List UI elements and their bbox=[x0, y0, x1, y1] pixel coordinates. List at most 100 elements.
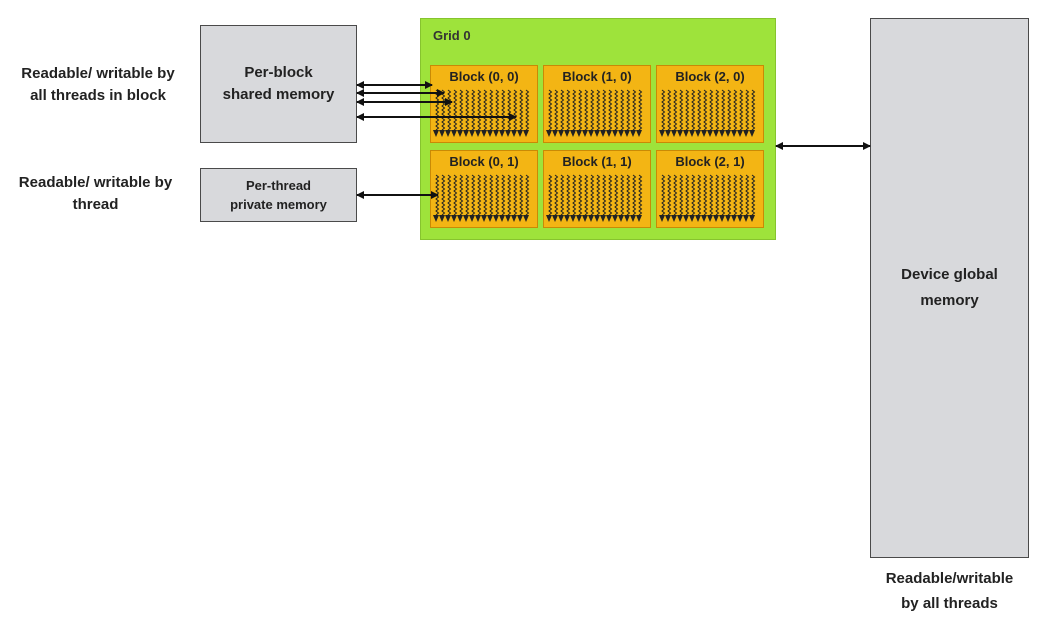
thread-squiggle bbox=[685, 174, 690, 216]
thread-arrowhead bbox=[731, 130, 737, 137]
thread-squiggle bbox=[501, 89, 506, 131]
thread-arrowhead bbox=[463, 215, 469, 222]
thread-group-icon bbox=[659, 174, 756, 222]
thread-squiggle bbox=[745, 89, 750, 131]
thread-arrowhead bbox=[582, 130, 588, 137]
thread-arrowhead bbox=[630, 215, 636, 222]
block-2-0: Block (2, 0) bbox=[656, 65, 764, 143]
thread-arrowhead bbox=[469, 130, 475, 137]
thread-arrowhead bbox=[445, 130, 451, 137]
thread-arrowhead bbox=[588, 215, 594, 222]
thread-squiggle bbox=[596, 89, 601, 131]
thread-arrowhead bbox=[582, 215, 588, 222]
thread-arrowhead bbox=[594, 215, 600, 222]
thread-squiggle bbox=[608, 89, 613, 131]
thread-group-icon bbox=[433, 174, 530, 222]
thread-arrowhead bbox=[600, 215, 606, 222]
thread-group-icon bbox=[546, 174, 643, 222]
thread-arrowhead bbox=[433, 215, 439, 222]
thread-squiggle bbox=[602, 174, 607, 216]
thread-arrowhead bbox=[439, 130, 445, 137]
thread-squiggle bbox=[638, 89, 643, 131]
thread-arrowhead bbox=[707, 215, 713, 222]
thread-squiggle bbox=[739, 89, 744, 131]
thread-arrowhead bbox=[612, 130, 618, 137]
thread-arrowhead bbox=[451, 215, 457, 222]
thread-arrowhead bbox=[558, 215, 564, 222]
thread-squiggle bbox=[727, 89, 732, 131]
thread-squiggle bbox=[519, 89, 524, 131]
thread-squiggle bbox=[465, 89, 470, 131]
thread-squiggle bbox=[614, 174, 619, 216]
thread-squiggle bbox=[620, 174, 625, 216]
thread-squiggle bbox=[673, 174, 678, 216]
thread-arrowhead bbox=[546, 130, 552, 137]
thread-squiggle bbox=[501, 174, 506, 216]
thread-squiggle bbox=[548, 89, 553, 131]
thread-arrowhead bbox=[570, 130, 576, 137]
thread-arrowhead bbox=[499, 130, 505, 137]
thread-arrowhead bbox=[689, 215, 695, 222]
block-0-1: Block (0, 1) bbox=[430, 150, 538, 228]
thread-squiggle bbox=[697, 174, 702, 216]
thread-arrowhead bbox=[475, 130, 481, 137]
thread-squiggle bbox=[489, 89, 494, 131]
thread-arrowhead bbox=[445, 215, 451, 222]
thread-arrowhead bbox=[624, 215, 630, 222]
thread-arrowhead bbox=[671, 215, 677, 222]
thread-squiggle bbox=[596, 174, 601, 216]
thread-arrowhead bbox=[719, 215, 725, 222]
thread-arrowhead bbox=[731, 215, 737, 222]
thread-squiggle bbox=[560, 174, 565, 216]
thread-squiggle bbox=[495, 174, 500, 216]
thread-squiggle bbox=[590, 174, 595, 216]
thread-arrowhead bbox=[594, 130, 600, 137]
thread-arrowhead bbox=[725, 215, 731, 222]
thread-arrowhead bbox=[636, 130, 642, 137]
thread-arrowhead bbox=[743, 130, 749, 137]
thread-squiggle bbox=[667, 89, 672, 131]
thread-arrowhead bbox=[749, 130, 755, 137]
thread-squiggle bbox=[572, 174, 577, 216]
thread-squiggle bbox=[548, 174, 553, 216]
thread-arrowhead bbox=[564, 215, 570, 222]
thread-arrowhead bbox=[659, 130, 665, 137]
thread-group-icon bbox=[659, 89, 756, 137]
thread-arrowhead bbox=[683, 215, 689, 222]
thread-arrowhead bbox=[588, 130, 594, 137]
thread-squiggle bbox=[620, 89, 625, 131]
thread-squiggle bbox=[745, 174, 750, 216]
thread-squiggle bbox=[673, 89, 678, 131]
thread-squiggle bbox=[691, 174, 696, 216]
thread-squiggle bbox=[685, 89, 690, 131]
thread-arrowhead bbox=[552, 215, 558, 222]
thread-arrowhead bbox=[707, 130, 713, 137]
thread-squiggle bbox=[471, 89, 476, 131]
thread-arrowhead bbox=[695, 215, 701, 222]
global-memory-label: Device global memory bbox=[901, 266, 998, 309]
thread-squiggle bbox=[459, 89, 464, 131]
thread-squiggle bbox=[661, 89, 666, 131]
thread-squiggle bbox=[519, 174, 524, 216]
thread-squiggle bbox=[447, 174, 452, 216]
thread-group-icon bbox=[433, 89, 530, 137]
thread-squiggle bbox=[679, 174, 684, 216]
thread-squiggle bbox=[608, 174, 613, 216]
thread-squiggle bbox=[590, 89, 595, 131]
thread-arrowhead bbox=[671, 130, 677, 137]
thread-squiggle bbox=[572, 89, 577, 131]
thread-squiggle bbox=[667, 174, 672, 216]
thread-squiggle bbox=[483, 174, 488, 216]
thread-arrowhead bbox=[493, 130, 499, 137]
thread-arrowhead bbox=[749, 215, 755, 222]
block-title: Block (2, 0) bbox=[675, 69, 745, 84]
thread-squiggle bbox=[632, 174, 637, 216]
thread-squiggle bbox=[507, 174, 512, 216]
block-title: Block (0, 0) bbox=[449, 69, 519, 84]
thread-squiggle bbox=[578, 89, 583, 131]
thread-squiggle bbox=[733, 174, 738, 216]
thread-squiggle bbox=[751, 89, 756, 131]
thread-squiggle bbox=[584, 174, 589, 216]
thread-squiggle bbox=[626, 89, 631, 131]
thread-arrowhead bbox=[612, 215, 618, 222]
